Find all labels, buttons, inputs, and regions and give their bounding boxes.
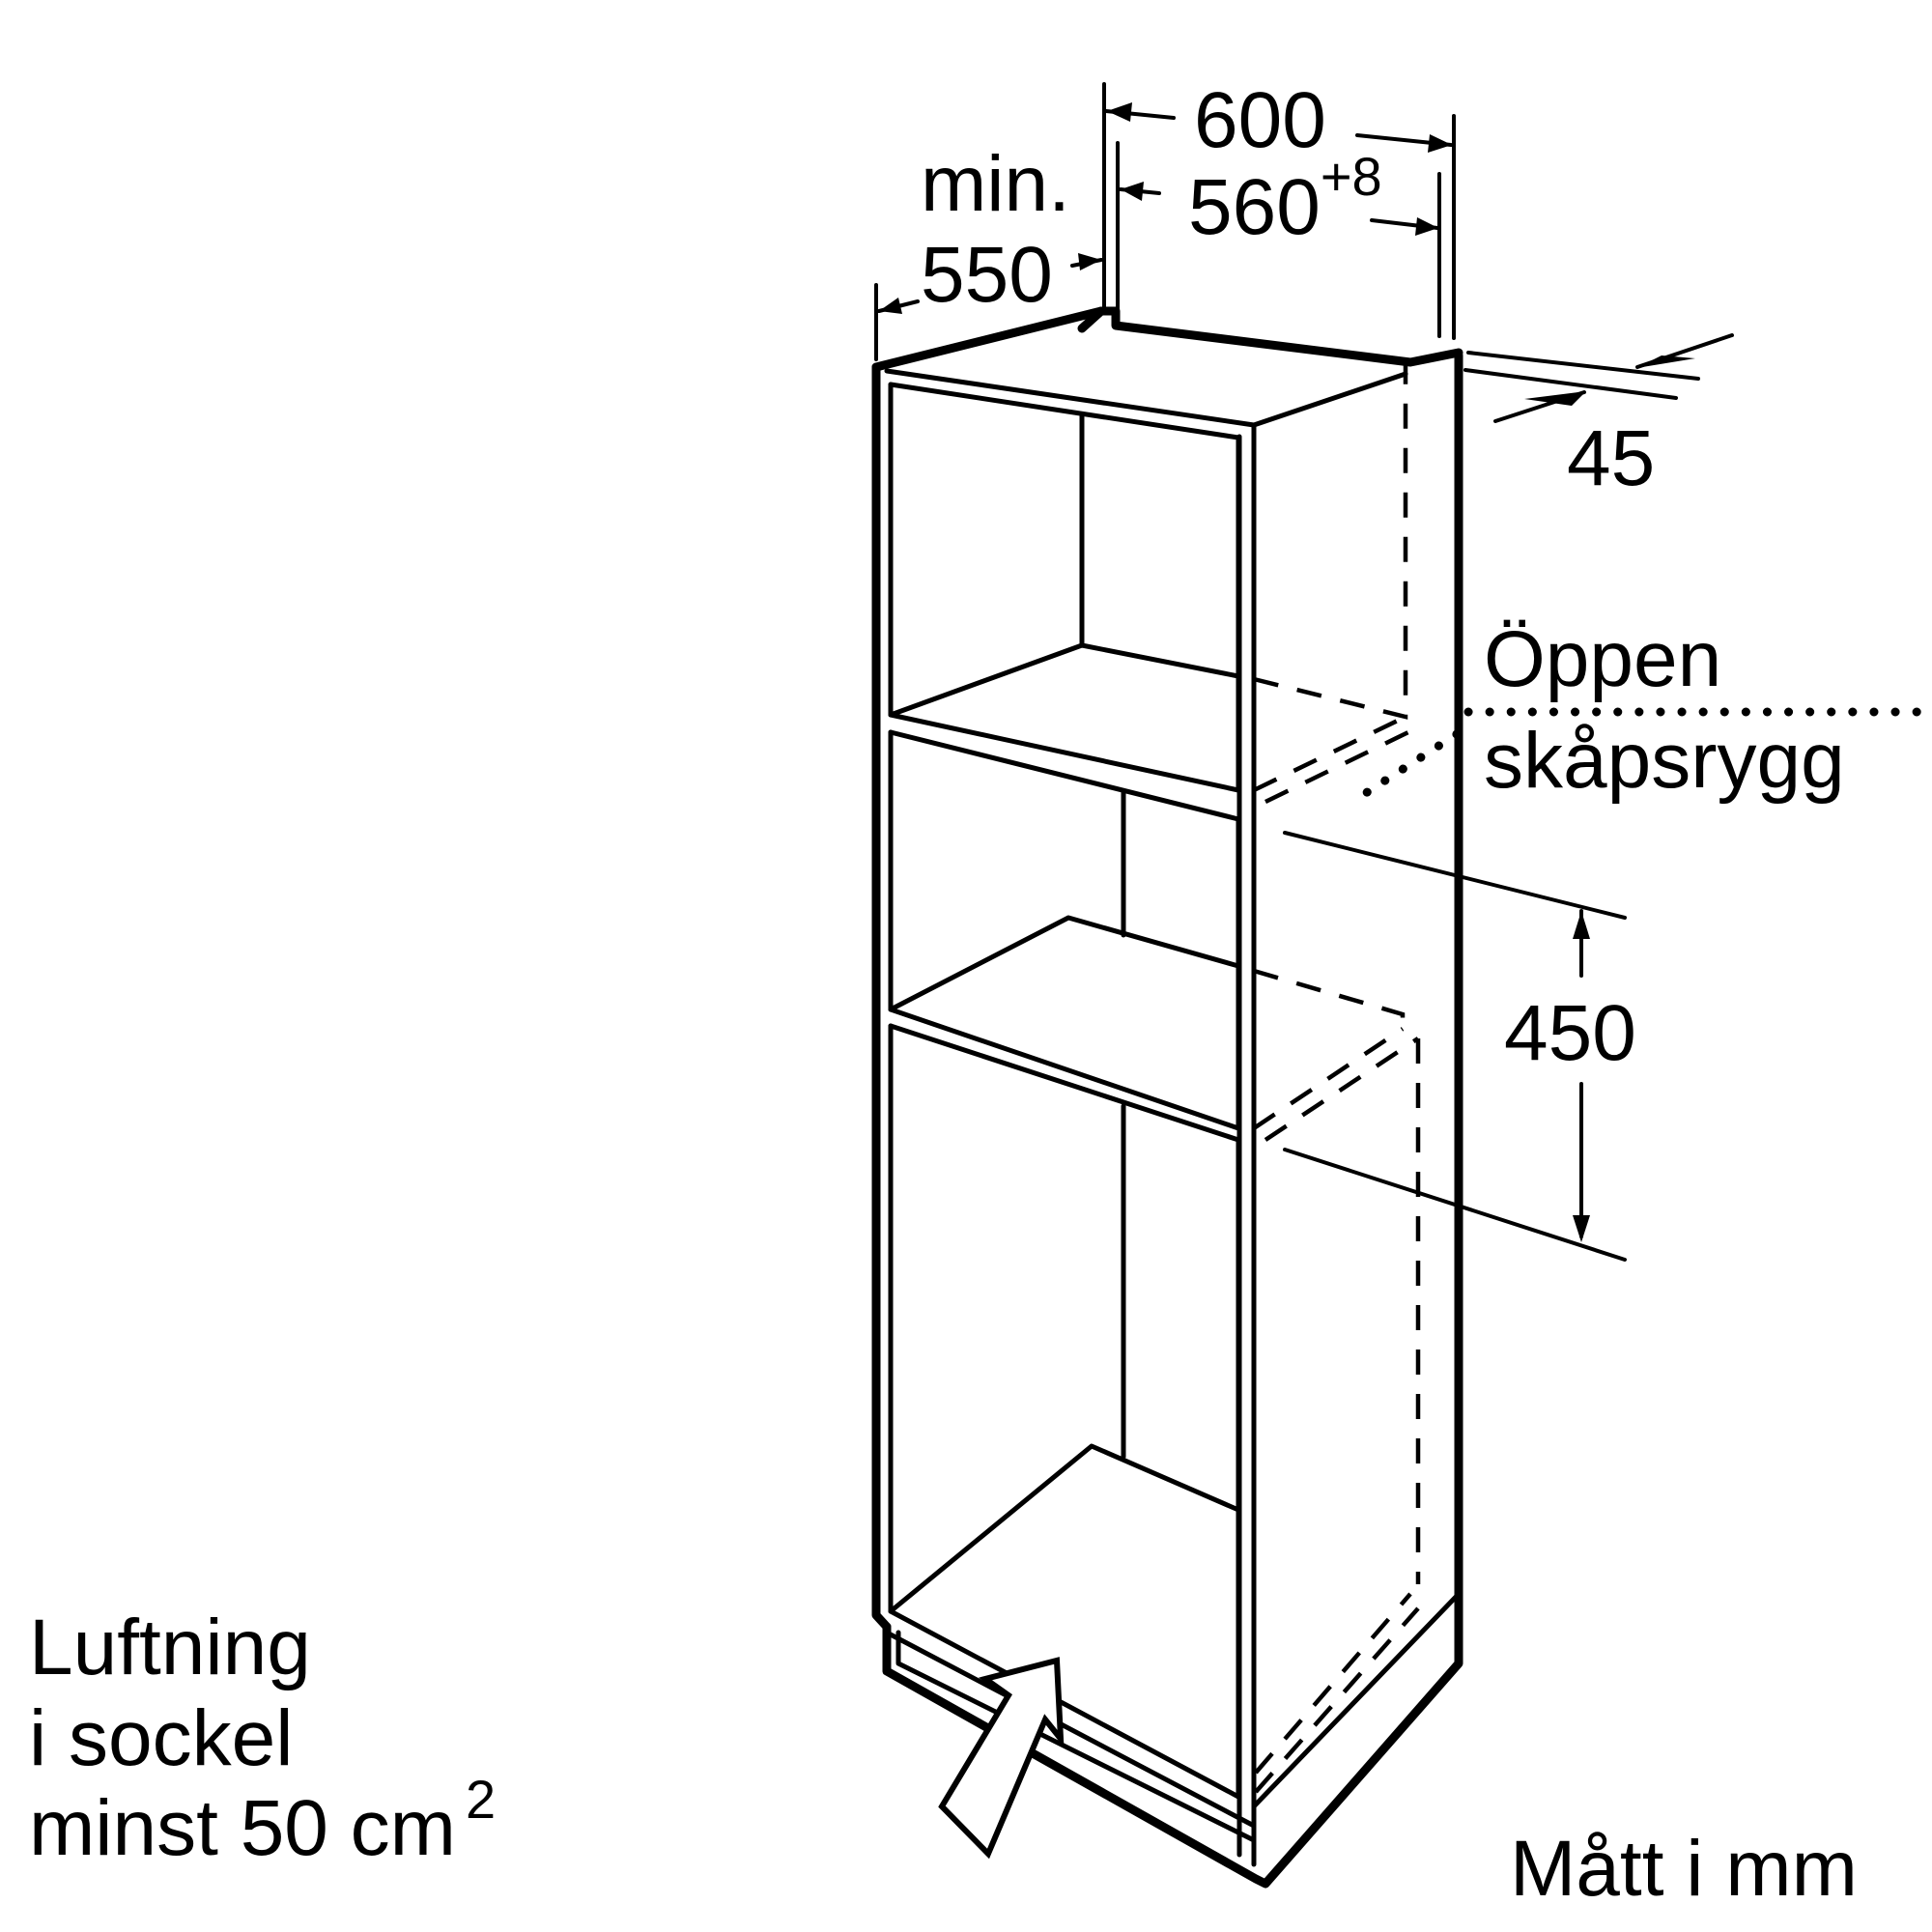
dimension-560-tolerance: +8 <box>1321 146 1382 207</box>
units-label: Mått i mm <box>1510 1825 1858 1913</box>
ventilation-area-value: minst 50 cm <box>29 1784 456 1872</box>
dimension-45 <box>1463 333 1734 423</box>
open-back-label-line2: skåpsrygg <box>1484 717 1845 805</box>
ventilation-area-superscript: 2 <box>466 1769 496 1830</box>
dimension-600 <box>1102 82 1456 340</box>
dimension-560 <box>1116 141 1441 338</box>
ventilation-label-line1: Luftning <box>29 1604 311 1691</box>
ventilation-arrow-icon <box>938 1657 1065 1860</box>
dimension-450-label: 450 <box>1504 989 1636 1077</box>
dimension-600-label: 600 <box>1194 76 1326 164</box>
dimension-550-label: 550 <box>921 231 1053 319</box>
open-back-indicator <box>1348 707 1922 807</box>
dimension-min-prefix-label: min. <box>921 140 1070 228</box>
cabinet-top-face <box>884 368 1408 1867</box>
dimension-450 <box>1283 831 1627 1262</box>
appliance-niche <box>888 729 1421 1584</box>
dimension-45-label: 45 <box>1567 414 1655 502</box>
open-back-label-line1: Öppen <box>1484 615 1721 703</box>
upper-compartment <box>888 357 1413 805</box>
cabinet-outline <box>871 306 1463 1889</box>
dimension-560-label: 560+8 <box>1188 146 1382 251</box>
lower-compartment <box>884 1023 1462 1843</box>
dimension-550 <box>874 253 1103 361</box>
ventilation-label-line2: i sockel <box>29 1694 293 1782</box>
dimension-560-value: 560 <box>1188 163 1321 251</box>
